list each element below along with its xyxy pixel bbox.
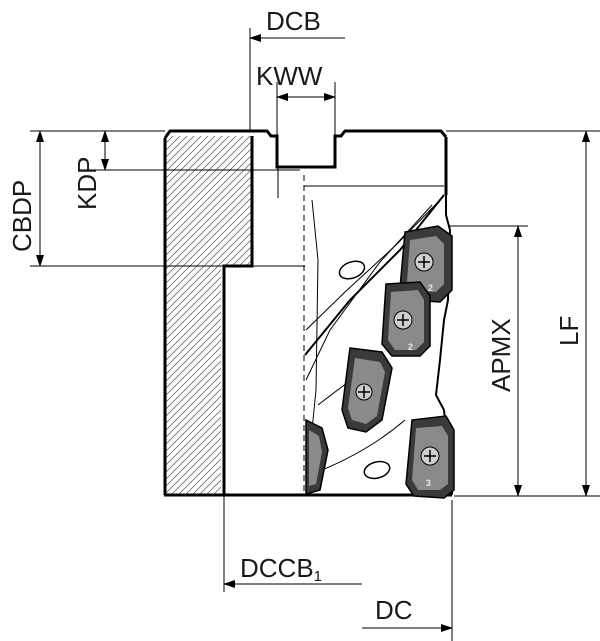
hatch-line: [446, 130, 600, 500]
label-dccb-subscript: 1: [314, 568, 322, 585]
hatch-line: [166, 136, 252, 494]
hatch-line: [166, 136, 252, 494]
hatch-line: [166, 136, 252, 494]
insert-lower-left: [341, 347, 393, 433]
hatch-line: [502, 130, 600, 500]
hatch-line: [166, 136, 252, 494]
hatch-line: [166, 136, 252, 494]
dim-lf: LF: [446, 130, 600, 497]
dim-kdp: KDP: [72, 130, 300, 210]
hatch-line: [166, 136, 252, 494]
hatch-line: [166, 136, 236, 494]
hatch-line: [166, 136, 252, 494]
label-kww: KWW: [256, 61, 323, 91]
hatch-line: [166, 136, 252, 494]
hatch-line: [166, 136, 252, 494]
hatch-line: [166, 136, 252, 494]
hatch-line: [166, 136, 252, 494]
hatch-line: [166, 136, 252, 494]
hatch-line: [544, 130, 600, 500]
hidden-lines: [303, 175, 444, 495]
hatch-line: [537, 130, 600, 500]
hatch-line: [166, 136, 250, 494]
hatch-line: [166, 136, 252, 494]
hatch-line: [453, 130, 600, 500]
dim-dc: DC: [362, 500, 453, 641]
label-lf: LF: [554, 316, 584, 346]
insert-bottom-left: [305, 418, 329, 495]
hatch-line: [166, 136, 252, 494]
hatch-line: [166, 136, 252, 494]
dim-dccb1: DCCB1: [223, 496, 362, 592]
coolant-hole-top: [338, 260, 366, 280]
insert-number-3: 3: [426, 478, 431, 488]
hatch-line: [166, 136, 252, 494]
hatch-line: [166, 136, 252, 494]
hatch-line: [166, 136, 252, 494]
label-cbdp: CBDP: [7, 180, 37, 252]
coolant-hole-bottom: [363, 460, 391, 480]
hatch-line: [516, 130, 600, 500]
hatch-line: [166, 136, 252, 494]
hatch-line: [166, 136, 252, 494]
hatch-line: [467, 130, 600, 500]
hatch-line: [460, 130, 600, 500]
hatch-line: [166, 136, 252, 494]
hatch-line: [166, 136, 252, 494]
hatch-line: [166, 136, 252, 494]
dim-kww: KWW: [256, 61, 336, 136]
label-dccb: DCCB1: [240, 553, 322, 585]
label-kdp: KDP: [72, 157, 102, 210]
hatch-line: [558, 130, 600, 500]
hatch-line: [432, 130, 600, 500]
hatch-line: [530, 130, 600, 500]
insert-bottom-right: 3: [405, 415, 455, 499]
insert-top: 2: [399, 225, 453, 303]
dim-dcb: DCB: [249, 6, 345, 131]
hatch-line: [166, 136, 243, 494]
insert-middle: 2: [381, 281, 431, 357]
dim-cbdp: CBDP: [7, 130, 305, 267]
hatch-line: [551, 130, 600, 500]
hatch-line: [166, 136, 252, 494]
hatch-line: [474, 130, 600, 500]
hatch-line: [481, 130, 600, 500]
insert-number-1: 2: [428, 283, 433, 293]
hatch-line: [166, 136, 252, 494]
label-dccb-main: DCCB: [240, 553, 314, 583]
hatch-line: [166, 136, 252, 494]
hatch-line: [166, 136, 252, 494]
hatch-line: [495, 130, 600, 500]
hatch-line: [439, 130, 600, 500]
hatch-line: [166, 136, 252, 494]
hatch-line: [523, 130, 600, 500]
hatch-line: [166, 136, 252, 494]
dim-apmx: APMX: [448, 225, 600, 497]
hatch-line: [488, 130, 600, 500]
label-dc: DC: [375, 595, 413, 625]
label-apmx: APMX: [486, 318, 516, 392]
label-dcb: DCB: [266, 6, 321, 36]
insert-number-2: 2: [408, 342, 413, 352]
